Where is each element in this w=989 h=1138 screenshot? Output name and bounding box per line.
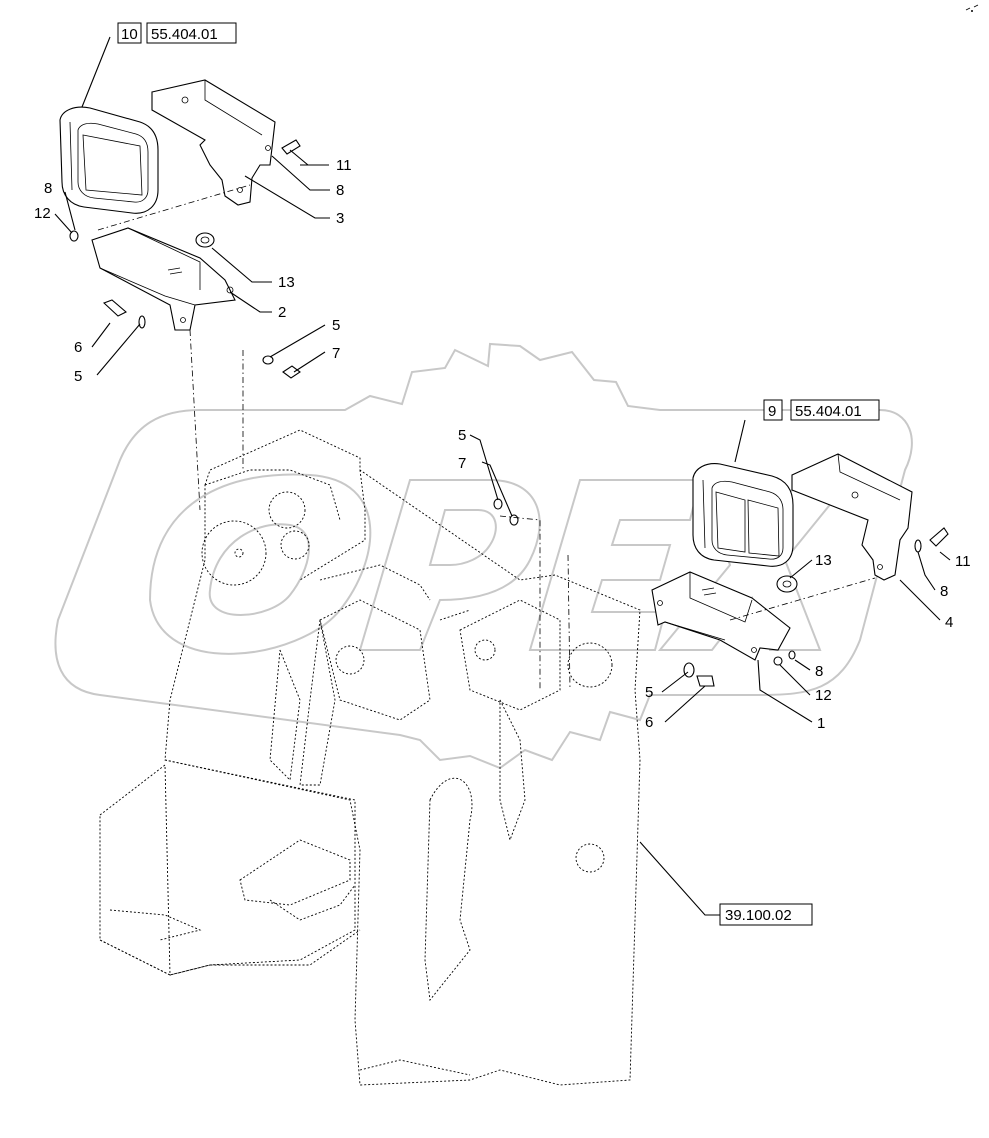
callout-8: 8: [940, 583, 948, 600]
left-lamp-bracket-3: [151, 79, 276, 206]
callout-7: 7: [458, 455, 466, 472]
callout-13: 13: [815, 552, 832, 569]
callout-2: 2: [278, 304, 286, 321]
callout-4: 4: [945, 614, 953, 631]
assembly-centerlines: [97, 184, 876, 691]
callout-8: 8: [815, 663, 823, 680]
callouts-right: 5 7 13 11 8 4 8 12 1 5 6: [458, 427, 971, 732]
left-mounting-bracket-2: [91, 227, 236, 331]
ref-left-code-box: [146, 22, 237, 44]
right-work-lamp: [692, 463, 794, 567]
callout-5: 5: [458, 427, 466, 444]
callout-13: 13: [278, 274, 295, 291]
callout-7: 7: [332, 345, 340, 362]
callout-12: 12: [815, 687, 832, 704]
callout-8: 8: [44, 180, 52, 197]
callout-5: 5: [645, 684, 653, 701]
callouts-left: 11 8 3 8 12 13 2 6 5 5 7: [34, 157, 352, 385]
left-work-lamp: [59, 106, 159, 214]
ref-left-index: 10: [121, 26, 138, 43]
left-hardware: [69, 139, 301, 379]
right-lamp-bracket-4: [791, 453, 913, 581]
callout-5: 5: [332, 317, 340, 334]
callout-6: 6: [74, 339, 82, 356]
corner-mark: [965, 4, 979, 12]
ref-right-index: 9: [768, 403, 776, 420]
callout-3: 3: [336, 210, 344, 227]
ref-box-frame: 39.100.02: [719, 903, 813, 926]
callout-5: 5: [74, 368, 82, 385]
right-mounting-bracket-1: [651, 571, 791, 661]
right-hardware: [493, 498, 949, 687]
ref-left-code: 55.404.01: [151, 26, 218, 43]
ref-frame-code: 39.100.02: [725, 907, 792, 924]
ref-right-code: 55.404.01: [795, 403, 862, 420]
ref-frame-code-box: [719, 903, 813, 926]
callout-12: 12: [34, 205, 51, 222]
callout-11: 11: [955, 553, 971, 570]
callout-leaders: [54, 36, 951, 916]
callout-1: 1: [817, 715, 825, 732]
ref-left-index-box: [117, 22, 142, 44]
callout-11: 11: [336, 157, 352, 174]
ref-box-right: 9 55.404.01: [763, 399, 880, 421]
ref-right-code-box: [790, 399, 880, 421]
callout-6: 6: [645, 714, 653, 731]
ref-right-index-box: [763, 399, 783, 421]
ref-box-left: 10 55.404.01: [117, 22, 237, 44]
callout-8: 8: [336, 182, 344, 199]
loader-frame-phantom: [99, 429, 641, 1086]
